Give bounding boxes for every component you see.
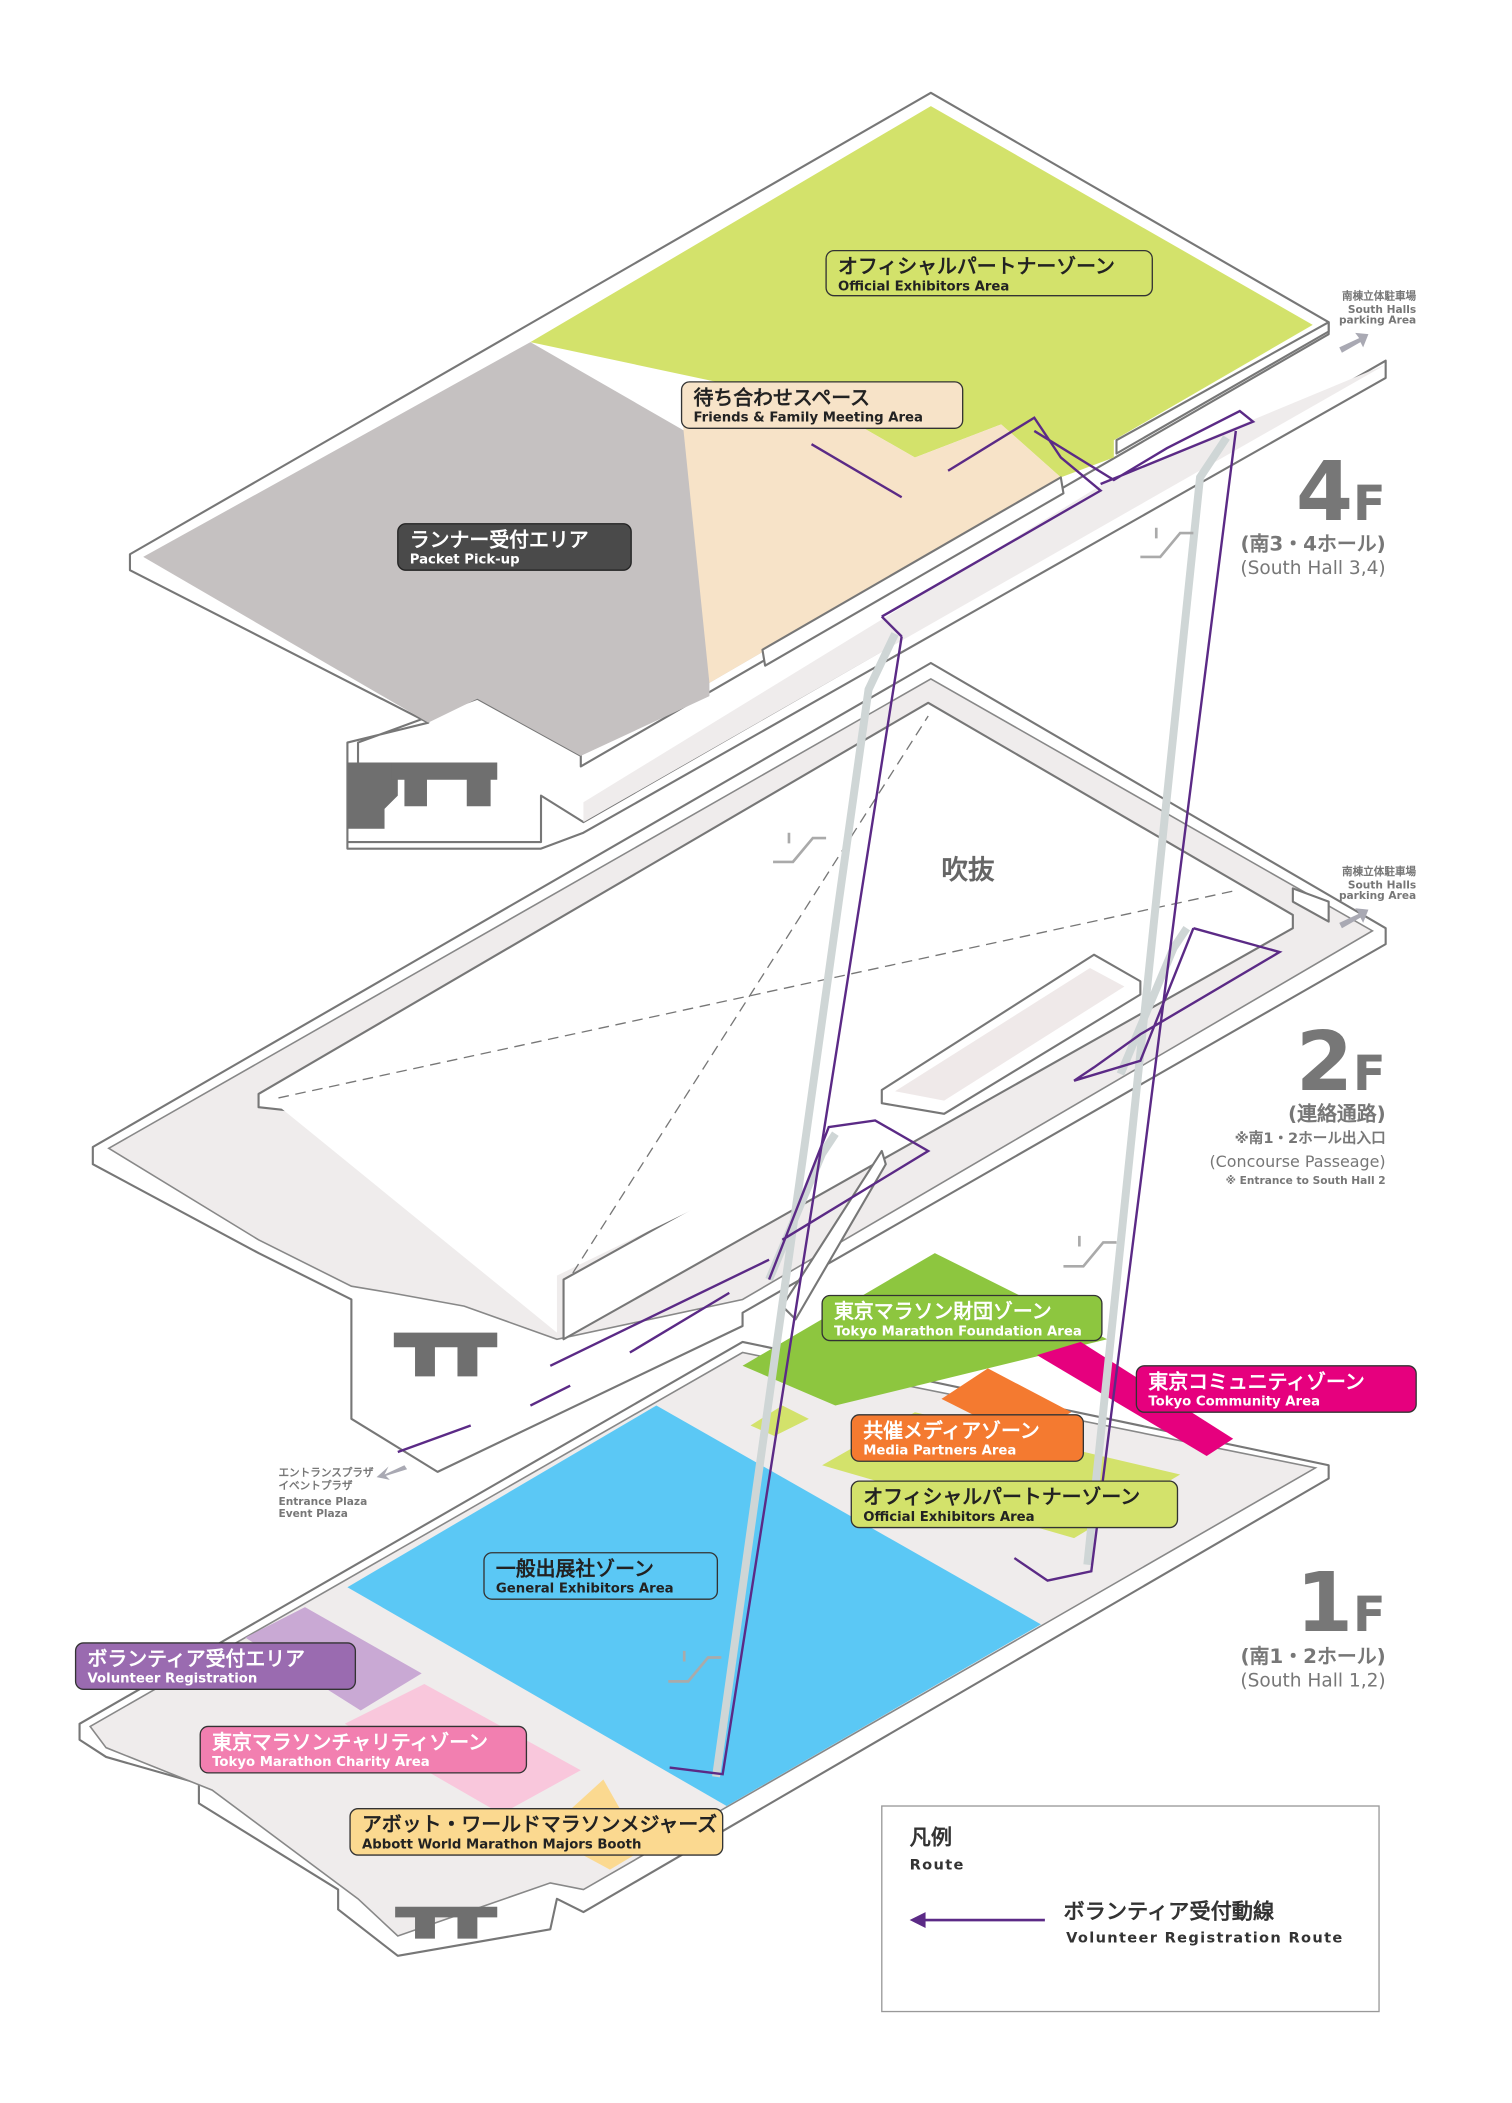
- entrance-label: Event Plaza: [278, 1508, 347, 1520]
- label-friends: 待ち合わせスペース Friends & Family Meeting Area: [680, 381, 964, 429]
- svg-text:共催メディアゾーン: 共催メディアゾーン: [863, 1419, 1040, 1442]
- volunteer-route: [397, 409, 1283, 1778]
- svg-text:Official Exhibitors Area: Official Exhibitors Area: [863, 1510, 1034, 1525]
- atrium-label: 吹抜: [941, 855, 995, 886]
- svg-text:Tokyo Community Area: Tokyo Community Area: [1148, 1395, 1320, 1410]
- svg-text:※南1・2ホール出入口: ※南1・2ホール出入口: [1235, 1129, 1386, 1147]
- label-volunteer: ボランティア受付エリア Volunteer Registration: [74, 1642, 357, 1690]
- label-general: 一般出展社ゾーン General Exhibitors Area: [483, 1552, 719, 1600]
- escalator-icon: [1063, 1235, 1117, 1268]
- escalator-icon: [1140, 527, 1194, 559]
- svg-text:オフィシャルパートナーゾーン: オフィシャルパートナーゾーン: [863, 1486, 1140, 1509]
- label-official-4f: オフィシャルパートナーゾーン Official Exhibitors Area: [825, 249, 1153, 297]
- parking-label-en: parking Area: [1339, 890, 1416, 902]
- svg-text:ボランティア受付エリア: ボランティア受付エリア: [88, 1647, 305, 1670]
- label-charity: 東京マラソンチャリティゾーン Tokyo Marathon Charity Ar…: [199, 1725, 528, 1774]
- arrow-icon: [1339, 908, 1369, 929]
- label-foundation: 東京マラソン財団ゾーン Tokyo Marathon Foundation Ar…: [821, 1294, 1103, 1342]
- svg-text:Abbott World Marathon Majors B: Abbott World Marathon Majors Booth: [362, 1837, 641, 1852]
- svg-text:Tokyo Marathon Foundation Area: Tokyo Marathon Foundation Area: [834, 1324, 1082, 1339]
- svg-text:(南3・4ホール): (南3・4ホール): [1240, 532, 1385, 555]
- svg-text:General Exhibitors Area: General Exhibitors Area: [496, 1582, 674, 1597]
- entrance-label: エントランスプラザ: [278, 1466, 374, 1479]
- svg-text:Route: Route: [910, 1857, 965, 1874]
- svg-text:東京コミュニティゾーン: 東京コミュニティゾーン: [1148, 1370, 1364, 1393]
- general-exhibitors-zone: [347, 1405, 1041, 1807]
- svg-text:Friends & Family Meeting Area: Friends & Family Meeting Area: [693, 411, 923, 426]
- legend: 凡例 Route ボランティア受付動線 Volunteer Registrati…: [881, 1805, 1380, 2013]
- parking-label-en: parking Area: [1339, 315, 1416, 327]
- parking-label-en: South Halls: [1348, 304, 1416, 316]
- label-official-1f: オフィシャルパートナーゾーン Official Exhibitors Area: [850, 1480, 1179, 1529]
- parking-label-en: South Halls: [1348, 879, 1416, 891]
- parking-label-jp: 南棟立体駐車場: [1342, 290, 1417, 303]
- floor-label-2f: 2F (連絡通路) ※南1・2ホール出入口 (Concourse Passeag…: [1209, 1015, 1385, 1187]
- label-media: 共催メディアゾーン Media Partners Area: [850, 1414, 1085, 1462]
- svg-text:Official Exhibitors Area: Official Exhibitors Area: [838, 279, 1009, 294]
- label-community: 東京コミュニティゾーン Tokyo Community Area: [1135, 1365, 1417, 1413]
- svg-text:東京マラソンチャリティゾーン: 東京マラソンチャリティゾーン: [212, 1731, 488, 1754]
- svg-text:オフィシャルパートナーゾーン: オフィシャルパートナーゾーン: [838, 255, 1115, 278]
- svg-text:(Concourse Passeage): (Concourse Passeage): [1209, 1152, 1385, 1171]
- friends-zone: [682, 404, 1061, 683]
- svg-text:Packet Pick-up: Packet Pick-up: [410, 553, 520, 568]
- entrance-label: Entrance Plaza: [278, 1496, 367, 1508]
- parking-label-jp: 南棟立体駐車場: [1342, 865, 1417, 878]
- svg-text:1F: 1F: [1296, 1556, 1386, 1651]
- svg-text:(South Hall 3,4): (South Hall 3,4): [1240, 558, 1385, 579]
- svg-text:※ Entrance to South Hall 2: ※ Entrance to South Hall 2: [1226, 1175, 1386, 1187]
- svg-text:(南1・2ホール): (南1・2ホール): [1240, 1645, 1385, 1668]
- svg-text:アボット・ワールドマラソンメジャーズ: アボット・ワールドマラソンメジャーズ: [362, 1813, 717, 1836]
- svg-text:待ち合わせスペース: 待ち合わせスペース: [693, 386, 869, 409]
- arrow-icon: [376, 1465, 408, 1480]
- svg-text:東京マラソン財団ゾーン: 東京マラソン財団ゾーン: [834, 1300, 1052, 1323]
- svg-text:Volunteer Registration: Volunteer Registration: [88, 1672, 258, 1687]
- svg-text:Media Partners Area: Media Partners Area: [863, 1444, 1016, 1459]
- svg-text:(South Hall 1,2): (South Hall 1,2): [1240, 1671, 1385, 1692]
- svg-text:4F: 4F: [1296, 445, 1386, 540]
- escalator-icon: [773, 832, 827, 864]
- entrance-label: イベントプラザ: [278, 1479, 353, 1492]
- label-abbott: アボット・ワールドマラソンメジャーズ Abbott World Marathon…: [349, 1808, 724, 1856]
- svg-text:Volunteer Registration Route: Volunteer Registration Route: [1066, 1930, 1344, 1947]
- svg-text:ボランティア受付動線: ボランティア受付動線: [1063, 1899, 1275, 1925]
- svg-text:2F: 2F: [1296, 1015, 1386, 1110]
- arrow-icon: [1339, 332, 1369, 353]
- svg-text:ランナー受付エリア: ランナー受付エリア: [410, 528, 589, 551]
- floor-label-1f: 1F (南1・2ホール) (South Hall 1,2): [1240, 1556, 1385, 1692]
- label-pickup: ランナー受付エリア Packet Pick-up: [397, 523, 632, 571]
- svg-text:Tokyo Marathon Charity Area: Tokyo Marathon Charity Area: [212, 1755, 430, 1770]
- svg-text:(連絡通路): (連絡通路): [1288, 1102, 1386, 1125]
- svg-text:一般出展社ゾーン: 一般出展社ゾーン: [496, 1557, 654, 1580]
- floor-2f: [91, 661, 1387, 1473]
- svg-text:凡例: 凡例: [910, 1825, 952, 1850]
- escalator-icon: [668, 1650, 722, 1683]
- floor-label-4f: 4F (南3・4ホール) (South Hall 3,4): [1240, 445, 1385, 579]
- community-zone: [1036, 1341, 1234, 1456]
